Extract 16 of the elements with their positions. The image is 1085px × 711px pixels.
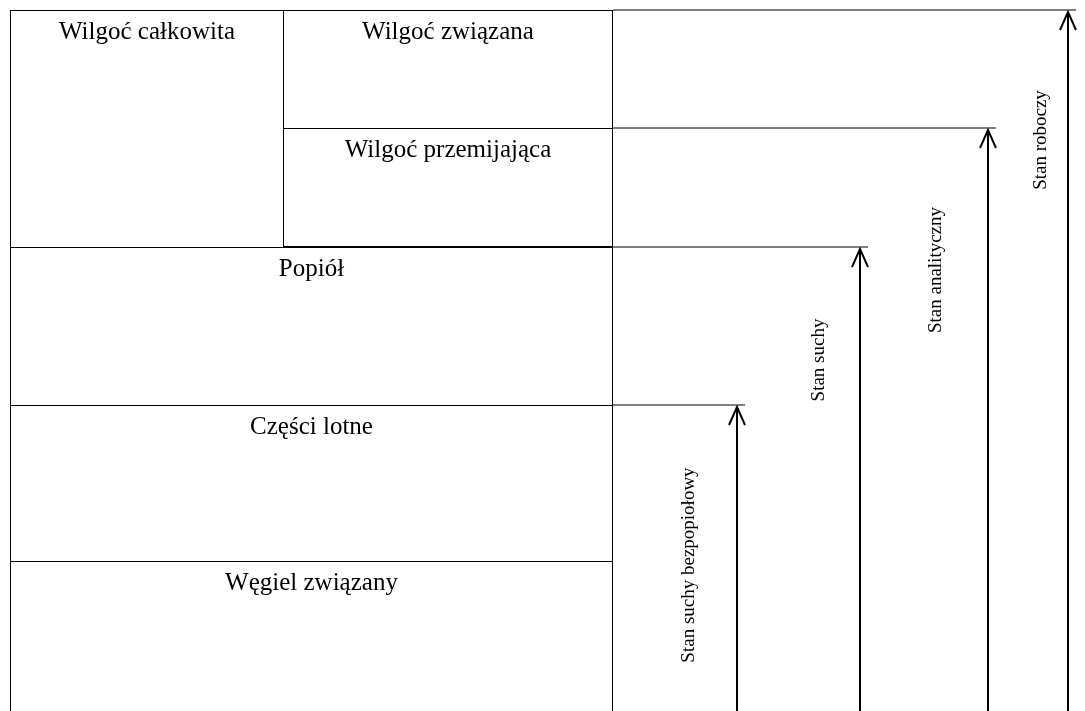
table-cell [10,10,284,248]
table-cell [283,128,613,247]
cell-text: Części lotne [250,412,373,440]
cell-text: Wilgoć związana [362,17,534,45]
cell-text: Węgiel związany [225,568,398,596]
axis-label: Stan suchy [807,318,829,402]
axis-label: Stan suchy bezpopiołowy [677,467,699,663]
table-cell [10,561,613,711]
axis-label: Stan analityczny [924,206,946,334]
axis-label: Stan roboczy [1029,90,1051,190]
table-cell [10,405,613,562]
cell-text: Wilgoć przemijająca [344,135,552,163]
table-cell [10,247,613,406]
table-cell [283,10,613,129]
cell-text: Wilgoć całkowita [59,17,235,45]
cell-text: Popiół [278,254,345,282]
